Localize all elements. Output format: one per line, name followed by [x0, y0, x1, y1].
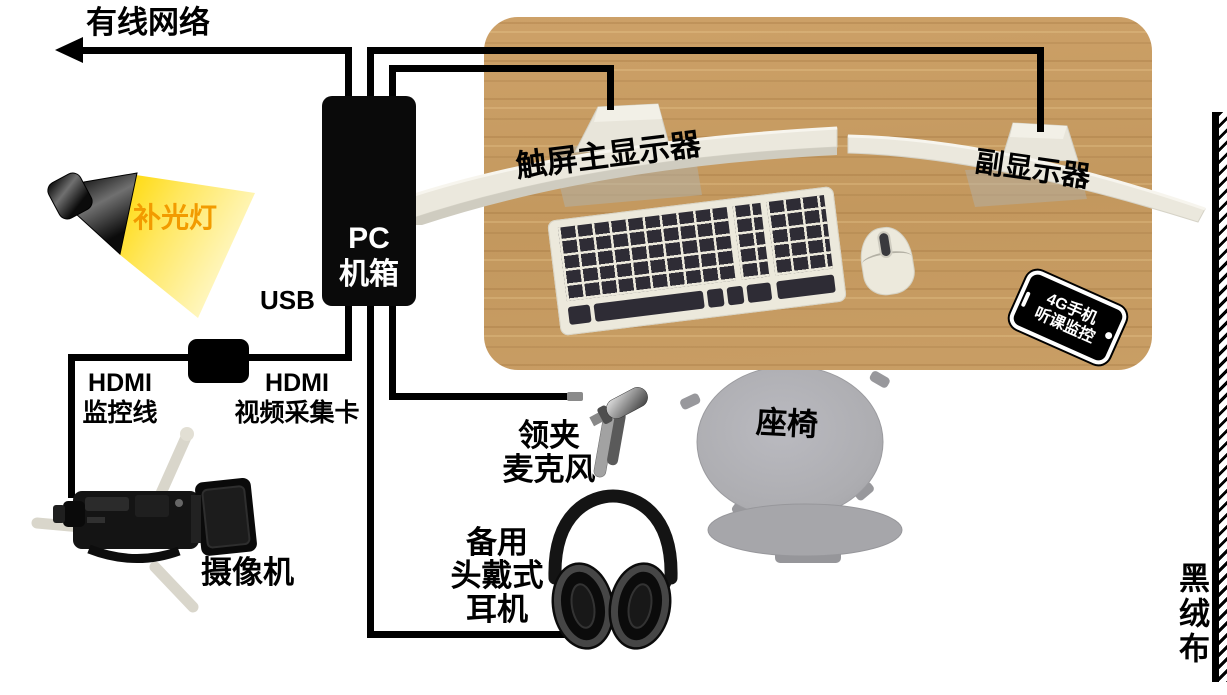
cable-camera-vertical	[68, 354, 75, 498]
headband	[548, 489, 678, 585]
keyboard-key	[746, 282, 773, 304]
pc-case-label-line1: PC	[348, 221, 390, 255]
network-arrow-icon	[55, 37, 83, 63]
wired-network-label: 有线网络	[86, 5, 210, 40]
keyboard-key	[567, 304, 592, 325]
hdmi-capture-card-line2: 视频采集卡	[234, 398, 360, 427]
cable-main-monitor-horizontal	[389, 65, 614, 72]
usb-label: USB	[260, 285, 315, 315]
camera-strap	[87, 544, 181, 563]
cable-headphones-horizontal	[367, 631, 578, 638]
cable-usb-vertical	[345, 303, 352, 361]
hdmi-capture-card	[188, 339, 249, 383]
camera-eyecup	[53, 505, 65, 523]
ear-cup-right	[608, 562, 672, 650]
chair-seat	[696, 365, 884, 519]
cable-network-horizontal	[80, 47, 352, 54]
headphones-line1: 备用	[466, 525, 528, 560]
hdmi-monitor-cable-label: HDMI 监控线	[72, 369, 168, 428]
cable-secondary-monitor-horizontal	[367, 47, 1044, 54]
main-monitor-stand-top	[594, 104, 662, 122]
lapel-mic-line1: 领夹	[518, 418, 580, 453]
chair	[680, 365, 903, 563]
ear-cup-left	[551, 562, 615, 650]
cable-mic-horizontal	[389, 393, 580, 400]
pc-case: PC 机箱	[322, 96, 416, 306]
camera-label: 摄像机	[201, 555, 294, 590]
black-velvet-hatch	[1219, 112, 1227, 682]
camera-eyepiece	[63, 501, 85, 527]
camera-screen	[135, 495, 169, 517]
cable-headphones-vertical	[367, 303, 374, 638]
cable-main-monitor-drop	[607, 65, 614, 110]
cable-secondary-monitor-riser	[367, 47, 374, 97]
hdmi-monitor-cable-line1: HDMI	[88, 369, 152, 397]
chair-backrest	[707, 503, 903, 557]
main-monitor-edge	[410, 147, 837, 225]
phone-home-button	[1104, 330, 1114, 341]
tripod-knob	[180, 427, 194, 441]
mic-clip-back	[607, 411, 626, 466]
camera-button-strip	[87, 517, 105, 523]
secondary-monitor-highlight	[847, 134, 1206, 211]
mic-capsule	[606, 387, 648, 419]
cable-network-vertical	[345, 47, 352, 97]
hdmi-monitor-cable-line2: 监控线	[82, 398, 158, 427]
keyboard-numpad	[766, 195, 833, 276]
chair-label: 座椅	[755, 404, 819, 443]
fill-light-label: 补光灯	[133, 202, 218, 233]
cable-secondary-monitor-drop	[1037, 47, 1044, 132]
light-barrel	[47, 172, 93, 220]
monitors	[401, 103, 1206, 225]
black-velvet-bar	[1212, 112, 1219, 682]
lapel-mic-line2: 麦克风	[502, 452, 596, 488]
keyboard-key	[776, 274, 836, 300]
headphones-label: 备用 头戴式 耳机	[446, 525, 548, 627]
phone-earpiece	[1020, 290, 1032, 307]
headphones-line2: 头戴式	[450, 558, 544, 594]
camera-dial	[175, 499, 183, 507]
main-monitor-highlight	[401, 126, 838, 201]
light-beam	[119, 175, 255, 318]
fill-light	[47, 172, 255, 318]
mic-plug	[567, 392, 583, 401]
headphones-line3: 耳机	[466, 591, 528, 627]
lapel-mic-label: 领夹 麦克风	[493, 418, 605, 488]
camera-top-panel	[85, 497, 129, 511]
headphones	[548, 489, 678, 650]
keyboard-main-keys	[557, 206, 736, 302]
black-velvet-label: 黑绒布	[1174, 562, 1209, 667]
video-camera	[31, 427, 257, 613]
camera-lens	[201, 485, 251, 549]
lapel-microphone	[567, 387, 648, 478]
keyboard-key	[706, 288, 725, 308]
hdmi-capture-card-line1: HDMI	[265, 369, 329, 397]
cable-main-monitor-riser	[389, 65, 396, 97]
keyboard-key	[726, 285, 745, 306]
pc-case-label-line2: 机箱	[339, 258, 399, 292]
keyboard-nav-keys	[732, 202, 770, 280]
camera-lens-barrel	[191, 495, 201, 543]
mic-ring	[597, 405, 613, 424]
cable-mic-vertical	[389, 303, 396, 400]
hdmi-capture-card-label: HDMI 视频采集卡	[232, 369, 362, 428]
